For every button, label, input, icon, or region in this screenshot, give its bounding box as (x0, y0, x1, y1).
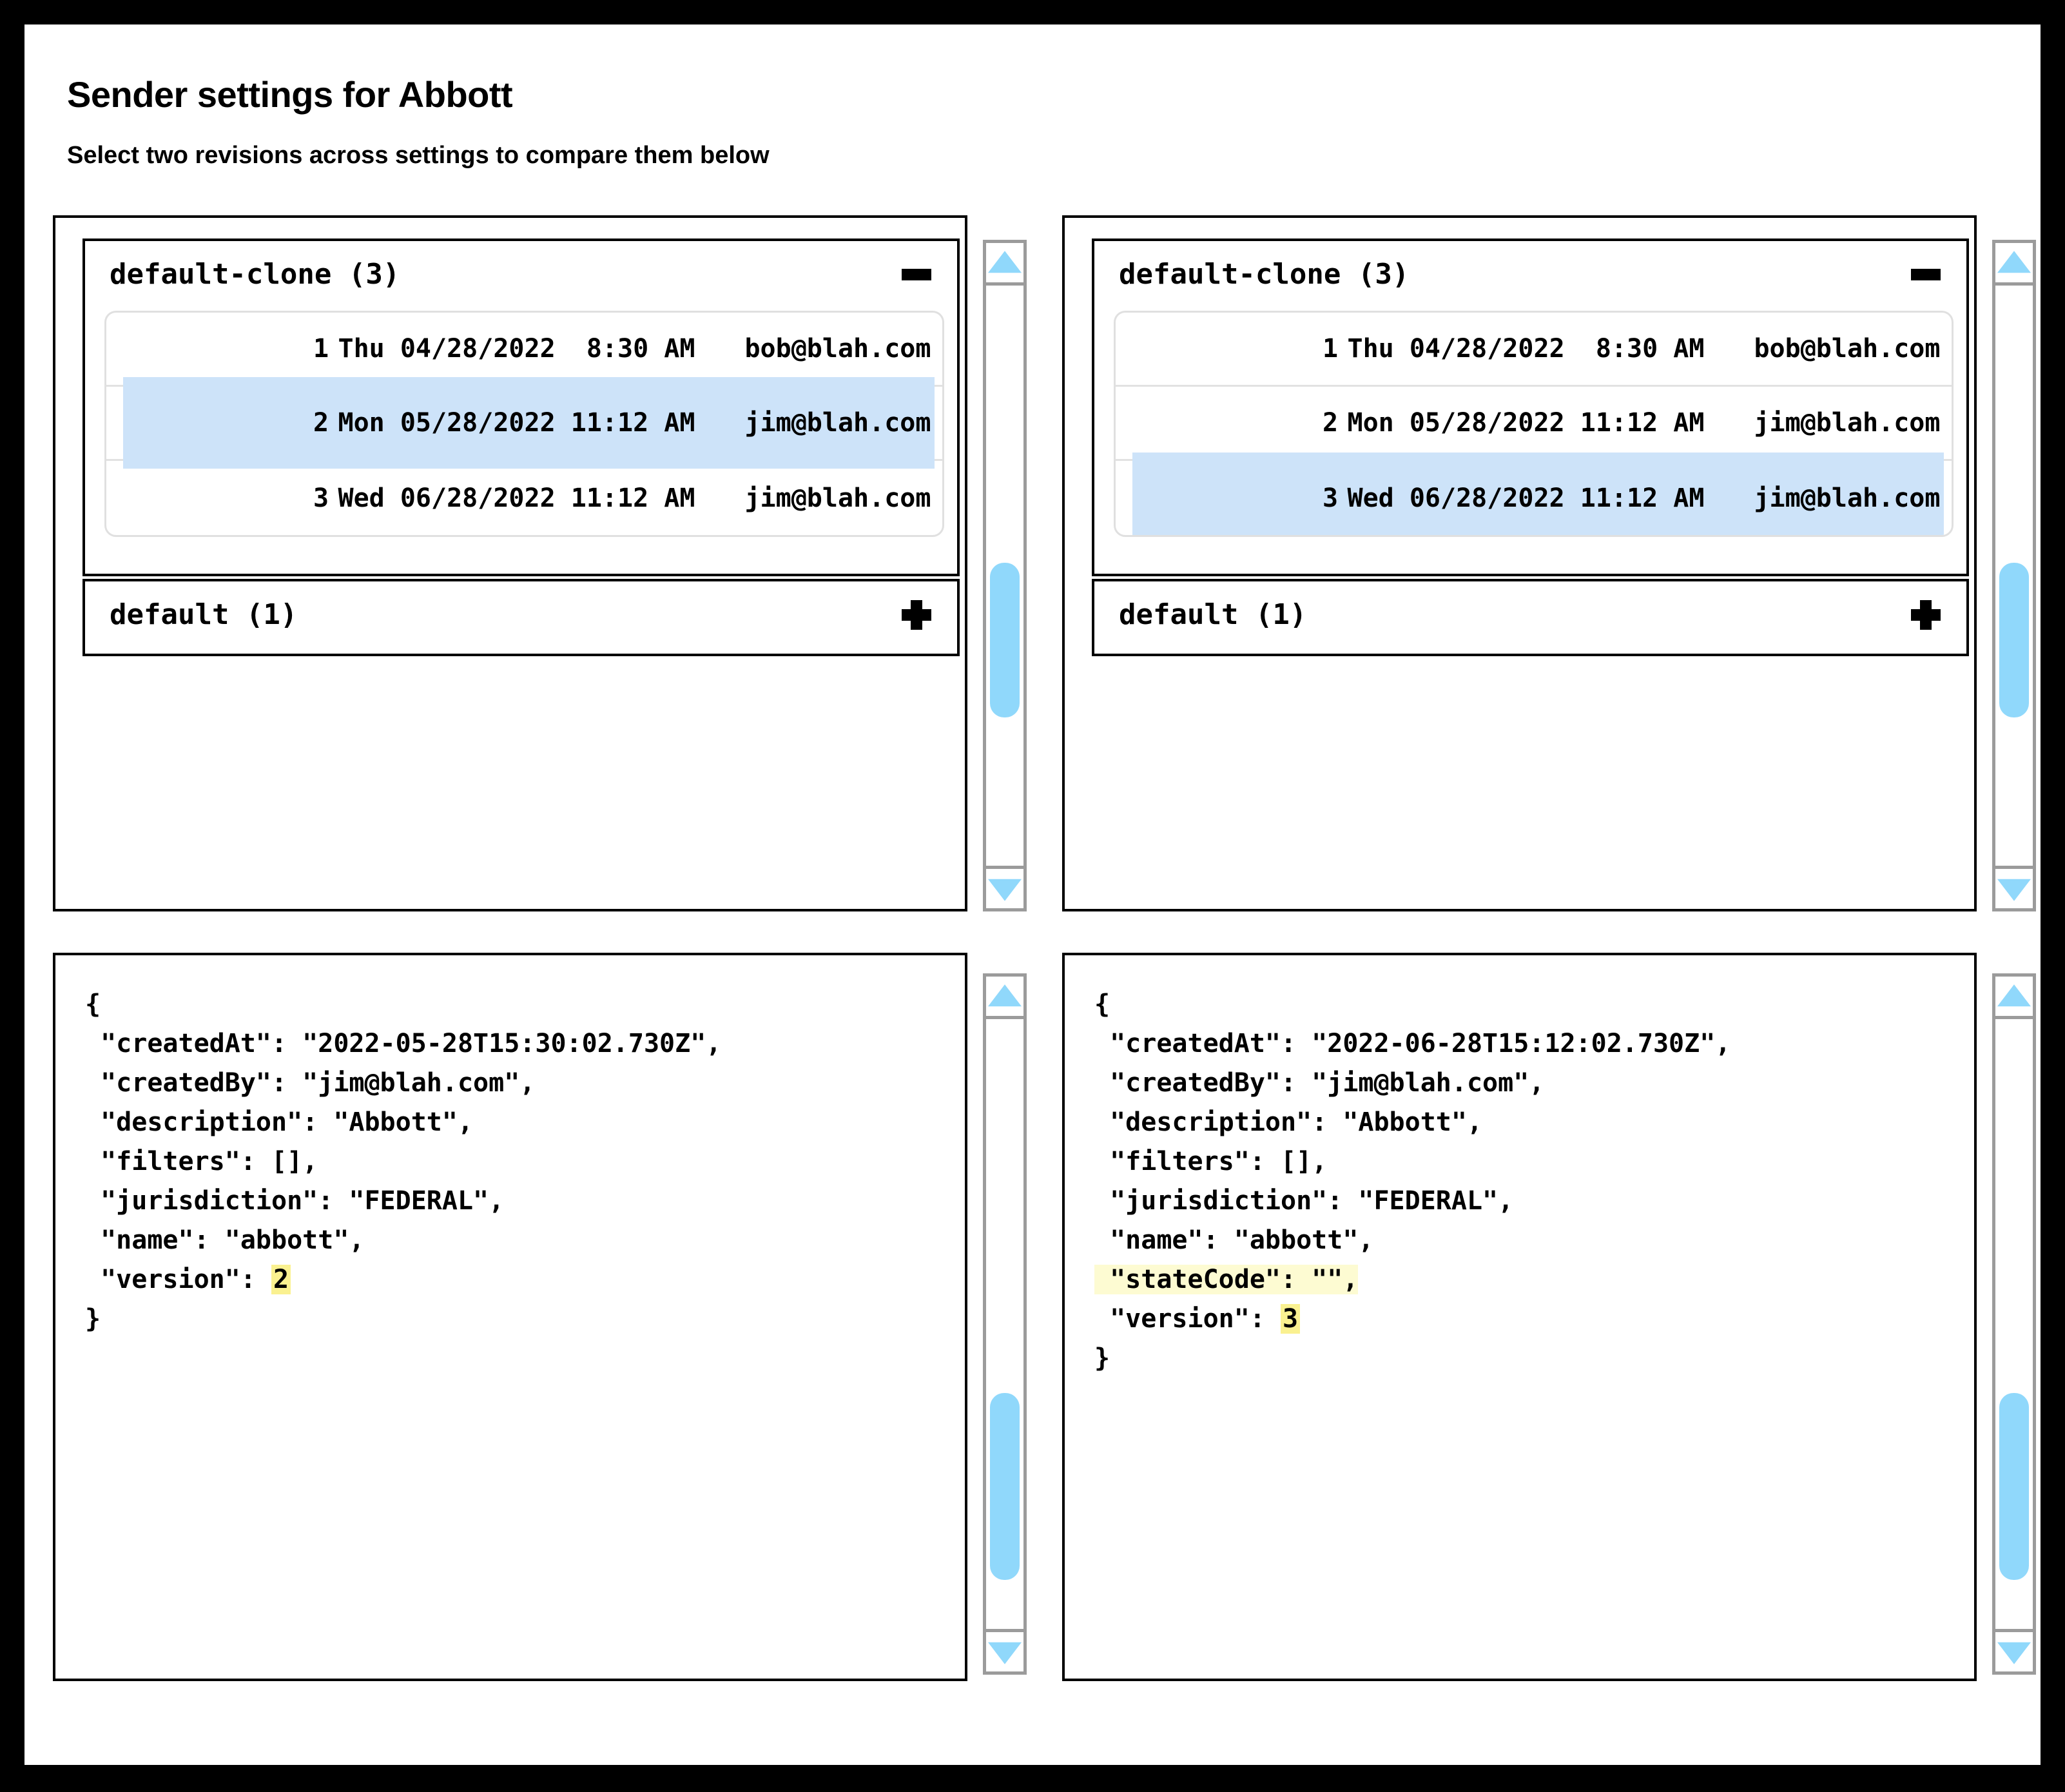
page-title: Sender settings for Abbott (67, 74, 513, 115)
json-line: "filters": [], (1094, 1147, 1328, 1176)
triangle-up-icon[interactable] (986, 977, 1023, 1019)
triangle-down-icon[interactable] (1995, 866, 2033, 908)
scrollbar-revision-right[interactable] (1992, 240, 2036, 911)
json-line: } (85, 1304, 101, 1334)
revision-row[interactable]: 2 Mon 05/28/2022 11:12 AM jim@blah.com (1116, 387, 1952, 461)
json-key: "version": (1094, 1304, 1281, 1334)
revision-list-left: 1 Thu 04/28/2022 8:30 AM bob@blah.com 2 Mon… (104, 311, 944, 537)
json-line: "jurisdiction": "FEDERAL", (1094, 1186, 1514, 1216)
json-line: { (1094, 989, 1110, 1019)
json-line: "name": "abbott", (85, 1225, 365, 1255)
scrollbar-json-left[interactable] (983, 973, 1027, 1675)
triangle-down-icon[interactable] (1995, 1629, 2033, 1671)
revision-panel-left: default-clone (3) 1 Thu 04/28/2022 8:30 A… (53, 215, 967, 911)
triangle-up-icon[interactable] (1995, 977, 2033, 1019)
revision-timestamp: Mon 05/28/2022 11:12 AM (338, 408, 695, 438)
json-line: "version": 2 (85, 1260, 291, 1300)
json-line: "stateCode": "", (1094, 1260, 1359, 1300)
revision-number: 1 (313, 334, 329, 364)
json-key: "version": (85, 1265, 271, 1294)
triangle-up-icon[interactable] (986, 243, 1023, 286)
json-panel-left: { "createdAt": "2022-05-28T15:30:02.730Z… (53, 953, 967, 1681)
revision-timestamp: Wed 06/28/2022 11:12 AM (338, 483, 695, 513)
accordion-header-default-left[interactable]: default (1) (85, 581, 957, 648)
revision-number: 2 (313, 408, 329, 438)
json-line: { (85, 989, 101, 1019)
revision-timestamp: Thu 04/28/2022 8:30 AM (338, 334, 695, 364)
json-line: "description": "Abbott", (85, 1107, 474, 1137)
json-line: "createdAt": "2022-06-28T15:12:02.730Z", (1094, 1029, 1731, 1058)
scrollbar-thumb[interactable] (990, 563, 1020, 717)
accordion-group-default-clone-right: default-clone (3) 1 Thu 04/28/2022 8:30 A… (1092, 239, 1969, 576)
page-subtitle: Select two revisions across settings to … (67, 142, 770, 169)
accordion-header-default-right[interactable]: default (1) (1094, 581, 1966, 648)
plus-icon[interactable] (1911, 600, 1941, 630)
triangle-down-icon[interactable] (986, 1629, 1023, 1671)
plus-icon[interactable] (902, 600, 931, 630)
accordion-group-default-right: default (1) (1092, 579, 1969, 656)
json-line: "createdAt": "2022-05-28T15:30:02.730Z", (85, 1029, 722, 1058)
json-line: "name": "abbott", (1094, 1225, 1374, 1255)
scrollbar-track[interactable] (986, 1019, 1023, 1629)
revision-timestamp: Wed 06/28/2022 11:12 AM (1347, 483, 1705, 513)
json-line: "createdBy": "jim@blah.com", (1094, 1068, 1545, 1098)
accordion-title: default (1) (1119, 598, 1307, 631)
revision-user: bob@blah.com (1754, 334, 1941, 364)
scrollbar-track[interactable] (1995, 1019, 2033, 1629)
accordion-group-default-left: default (1) (82, 579, 960, 656)
json-line: "description": "Abbott", (1094, 1107, 1483, 1137)
scrollbar-thumb[interactable] (1999, 563, 2029, 717)
revision-row[interactable]: 1 Thu 04/28/2022 8:30 AM bob@blah.com (1116, 313, 1952, 387)
revision-user: jim@blah.com (744, 483, 931, 513)
triangle-up-icon[interactable] (1995, 243, 2033, 286)
accordion-header-default-clone-left[interactable]: default-clone (3) (85, 241, 957, 308)
revision-row[interactable]: 3 Wed 06/28/2022 11:12 AM jim@blah.com (1116, 452, 1952, 535)
json-changed-value: 3 (1280, 1304, 1301, 1334)
accordion-title: default (1) (110, 598, 298, 631)
revision-row[interactable]: 2 Mon 05/28/2022 11:12 AM jim@blah.com (106, 377, 942, 469)
revision-number: 3 (313, 483, 329, 513)
scrollbar-thumb[interactable] (990, 1393, 1020, 1580)
json-line: "jurisdiction": "FEDERAL", (85, 1186, 505, 1216)
json-line: "createdBy": "jim@blah.com", (85, 1068, 536, 1098)
revision-row[interactable]: 1 Thu 04/28/2022 8:30 AM bob@blah.com (106, 313, 942, 387)
revision-user: jim@blah.com (1754, 483, 1941, 513)
scrollbar-revision-left[interactable] (983, 240, 1027, 911)
revision-panel-right: default-clone (3) 1 Thu 04/28/2022 8:30 A… (1062, 215, 1977, 911)
accordion-title: default-clone (3) (110, 258, 400, 291)
accordion-title: default-clone (3) (1119, 258, 1410, 291)
triangle-down-icon[interactable] (986, 866, 1023, 908)
revision-timestamp: Thu 04/28/2022 8:30 AM (1347, 334, 1705, 364)
revision-user: jim@blah.com (1754, 408, 1941, 438)
minus-icon[interactable] (902, 260, 931, 289)
json-line: "filters": [], (85, 1147, 318, 1176)
revision-number: 3 (1322, 483, 1339, 513)
scrollbar-track[interactable] (1995, 286, 2033, 866)
revision-number: 2 (1322, 408, 1339, 438)
json-inserted-line: "stateCode": "", (1094, 1265, 1359, 1294)
scrollbar-thumb[interactable] (1999, 1393, 2029, 1580)
json-line: } (1094, 1343, 1110, 1373)
scrollbar-track[interactable] (986, 286, 1023, 866)
revision-user: bob@blah.com (744, 334, 931, 364)
revision-list-right: 1 Thu 04/28/2022 8:30 AM bob@blah.com 2 Mon… (1114, 311, 1954, 537)
revision-number: 1 (1322, 334, 1339, 364)
scrollbar-json-right[interactable] (1992, 973, 2036, 1675)
app-window: Sender settings for Abbott Select two re… (24, 24, 2041, 1765)
json-viewer-left: { "createdAt": "2022-05-28T15:30:02.730Z… (85, 985, 952, 1666)
revision-row[interactable]: 3 Wed 06/28/2022 11:12 AM jim@blah.com (106, 461, 942, 535)
accordion-header-default-clone-right[interactable]: default-clone (3) (1094, 241, 1966, 308)
revision-timestamp: Mon 05/28/2022 11:12 AM (1347, 408, 1705, 438)
minus-icon[interactable] (1911, 260, 1941, 289)
revision-user: jim@blah.com (744, 408, 931, 438)
json-viewer-right: { "createdAt": "2022-06-28T15:12:02.730Z… (1094, 985, 1961, 1666)
json-line: "version": 3 (1094, 1300, 1301, 1339)
json-panel-right: { "createdAt": "2022-06-28T15:12:02.730Z… (1062, 953, 1977, 1681)
accordion-group-default-clone-left: default-clone (3) 1 Thu 04/28/2022 8:30 A… (82, 239, 960, 576)
json-changed-value: 2 (271, 1265, 291, 1294)
